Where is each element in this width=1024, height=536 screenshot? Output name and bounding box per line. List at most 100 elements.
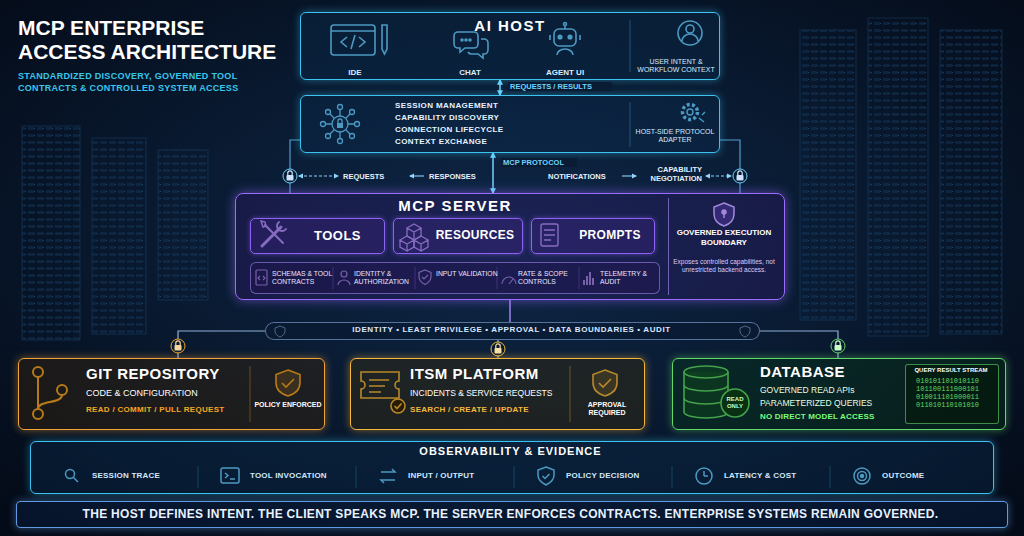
- edge-label: REQUESTS / RESULTS: [508, 82, 612, 91]
- boundary-note: Exposes controlled capabilities, not unr…: [672, 258, 776, 274]
- flow-arrow: [299, 175, 338, 176]
- badge-label: READ ONLY: [720, 396, 750, 410]
- system-title: DATABASE: [760, 363, 900, 381]
- system-title: ITSM PLATFORM: [410, 365, 568, 383]
- stream-data: 010101101010110 101100111000101 01001110…: [916, 377, 986, 409]
- capability-title: PROMPTS: [569, 228, 651, 242]
- flow-label: CAPABILITY NEGOTIATION: [640, 166, 702, 183]
- server-rack-left: [92, 138, 146, 334]
- server-rack-right: [868, 18, 928, 336]
- lock-icon: [831, 339, 845, 353]
- capability-item: CONTEXT EXCHANGE: [395, 137, 615, 147]
- lock-icon: [288, 171, 292, 175]
- evidence-item: POLICY DECISION: [566, 471, 666, 481]
- capability-box: RESOURCES: [393, 218, 523, 254]
- server-rack-right: [800, 18, 1002, 336]
- system-title: GIT REPOSITORY: [86, 365, 246, 383]
- boundary-title: GOVERNED EXECUTION BOUNDARY: [672, 228, 776, 247]
- system-operations: READ / COMMIT / PULL REQUEST: [86, 405, 246, 415]
- capability-box: PROMPTS: [531, 218, 655, 254]
- server-rack-left: [22, 126, 208, 340]
- flow-arrow: [410, 175, 424, 176]
- control-label: TELEMETRY & AUDIT: [600, 270, 662, 286]
- evidence-band: OBSERVABILITY & EVIDENCE SESSION TRACE TOO…: [30, 441, 994, 494]
- system-subtitle: INCIDENTS & SERVICE REQUESTS: [410, 388, 568, 398]
- lock-icon: [495, 348, 502, 354]
- system-operations: SEARCH / CREATE / UPDATE: [410, 405, 568, 415]
- mcp-server-panel: MCP SERVER TOOLS RESOURCES PROMPTS GOVERNED …: [235, 193, 785, 300]
- flow-label: RESPONSES: [429, 172, 485, 181]
- lock-icon: [171, 169, 845, 356]
- lock-icon: [835, 345, 842, 351]
- system-box: GIT REPOSITORY CODE & CONFIGURATION READ /…: [18, 358, 325, 430]
- subtitle: STANDARDIZED DISCOVERY, GOVERNED TOOL CO…: [18, 70, 288, 94]
- adapter-label: HOST-SIDE PROTOCOL ADAPTER: [635, 128, 715, 144]
- connector: [720, 140, 740, 193]
- lock-icon: [836, 341, 840, 345]
- system-box: ITSM PLATFORM INCIDENTS & SERVICE REQUEST…: [350, 358, 645, 430]
- control-label: IDENTITY & AUTHORIZATION: [354, 270, 416, 286]
- lock-icon: [175, 345, 182, 351]
- control-label: SCHEMAS & TOOL CONTRACTS: [272, 270, 334, 286]
- system-guard: NO DIRECT MODEL ACCESS: [760, 412, 900, 422]
- capability-box: TOOLS: [250, 218, 385, 254]
- evidence-item: TOOL INVOCATION: [250, 471, 350, 481]
- policy-band-text: IDENTITY • LEAST PRIVILEGE • APPROVAL • …: [265, 325, 758, 335]
- icon-label: CHAT: [440, 68, 500, 78]
- diagram-title: MCP ENTERPRISE ACCESS ARCHITECTURE: [18, 16, 290, 63]
- evidence-item: OUTCOME: [882, 471, 982, 481]
- context-label: USER INTENT & WORKFLOW CONTEXT: [636, 58, 716, 74]
- server-rack-right: [800, 30, 856, 320]
- capability-item: CAPABILITY DISCOVERY: [395, 113, 615, 123]
- server-rack-left: [22, 126, 80, 340]
- system-subtitle: CODE & CONFIGURATION: [86, 388, 246, 399]
- connector: [499, 80, 501, 95]
- capability-item: CONNECTION LIFECYCLE: [395, 125, 615, 135]
- lock-icon: [738, 171, 742, 175]
- capability-item: SESSION MANAGEMENT: [395, 101, 615, 111]
- lock-icon: [171, 339, 185, 353]
- flow-label: REQUESTS: [343, 172, 393, 181]
- flow-label: NOTIFICATIONS: [548, 172, 620, 181]
- system-box: DATABASE GOVERNED READ APIsPARAMETERIZED …: [672, 358, 1006, 430]
- client-adapter-panel: SESSION MANAGEMENT CAPABILITY DISCOVERY CO…: [300, 95, 720, 153]
- lock-icon: [491, 342, 505, 356]
- flow-arrow: [706, 175, 731, 176]
- box-title: MCP SERVER: [375, 197, 535, 215]
- lock-icon: [287, 175, 294, 181]
- flow-arrow: [622, 175, 636, 176]
- lock-icon: [283, 169, 297, 183]
- icon-label: AGENT UI: [532, 68, 598, 78]
- lock-icon: [737, 175, 744, 181]
- connector: [178, 331, 265, 358]
- connector: [509, 300, 510, 322]
- edge-label: MCP PROTOCOL: [501, 158, 577, 167]
- tagline: THE HOST DEFINES INTENT. THE CLIENT SPEA…: [16, 507, 1005, 521]
- evidence-item: INPUT / OUTPUT: [408, 471, 508, 481]
- icon-label: IDE: [325, 68, 385, 78]
- policy-status: POLICY ENFORCED: [254, 401, 322, 409]
- box-title: AI HOST: [430, 17, 590, 35]
- lock-icon: [496, 344, 500, 348]
- approval-status: APPROVAL REQUIRED: [573, 401, 641, 417]
- system-detail: GOVERNED READ APIs: [760, 385, 900, 395]
- server-rack-left: [158, 150, 208, 300]
- connector: [760, 331, 838, 358]
- policy-band: IDENTITY • LEAST PRIVILEGE • APPROVAL • …: [265, 322, 760, 340]
- stream-panel: QUERY RESULT STREAM010101101010110 10110…: [905, 364, 999, 424]
- evidence-item: SESSION TRACE: [92, 471, 192, 481]
- lock-icon: [176, 341, 180, 345]
- band-title: OBSERVABILITY & EVIDENCE: [30, 445, 991, 458]
- host-panel: AI HOST IDE CHAT AGENT UI USER INTENT & WORK…: [300, 12, 720, 80]
- evidence-item: LATENCY & COST: [724, 471, 824, 481]
- control-label: INPUT VALIDATION: [436, 270, 498, 278]
- system-detail: PARAMETERIZED QUERIES: [760, 398, 900, 408]
- controls-strip: SCHEMAS & TOOL CONTRACTS IDENTITY & AUTHO…: [250, 262, 660, 294]
- capability-title: TOOLS: [295, 228, 380, 244]
- server-rack-right: [940, 30, 1002, 334]
- connector: [492, 153, 494, 193]
- control-label: RATE & SCOPE CONTROLS: [518, 270, 580, 286]
